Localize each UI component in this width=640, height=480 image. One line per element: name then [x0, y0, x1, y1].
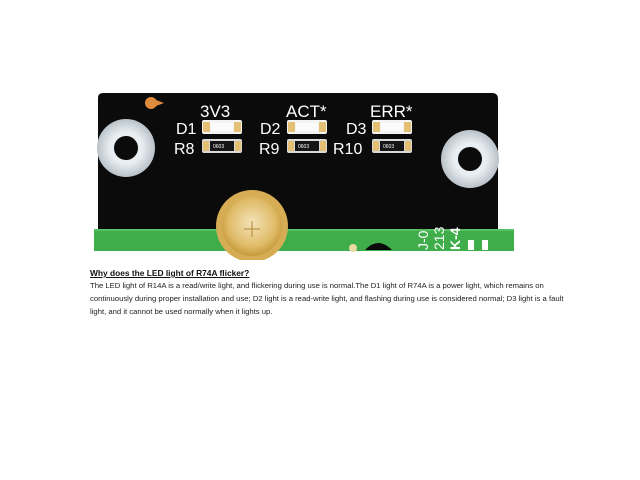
- fiducial-marker: [145, 97, 157, 109]
- resistor-code-r8: 0603: [213, 144, 224, 150]
- green-pcb: [94, 229, 514, 251]
- resistor-code-r9: 0603: [298, 144, 309, 150]
- led-d2: [287, 120, 327, 134]
- resistor-label-r8: R8: [174, 141, 195, 158]
- pcb-photo: 3V3 ACT* ERR* D1 D2 D3 R8 R9 R10 0603: [94, 93, 514, 260]
- led-d1: [202, 120, 242, 134]
- faq-question: Why does the LED light of R74A flicker?: [90, 268, 250, 278]
- mounting-hole-left: [97, 119, 155, 177]
- led-label-d1: D1: [176, 121, 197, 138]
- gold-connector: [216, 190, 288, 260]
- led-d3: [372, 120, 412, 134]
- led-label-d3: D3: [346, 121, 367, 138]
- resistor-label-r10: R10: [333, 141, 362, 158]
- resistor-code-r10: 0603: [383, 144, 394, 150]
- resistor-label-r9: R9: [259, 141, 280, 158]
- header-3v3: 3V3: [200, 102, 230, 121]
- resistor-r8: 0603: [202, 139, 242, 153]
- header-err: ERR*: [370, 102, 413, 121]
- resistor-r10: 0603: [372, 139, 412, 153]
- led-label-d2: D2: [260, 121, 281, 138]
- resistor-r9: 0603: [287, 139, 327, 153]
- vertical-text-3: K-4: [447, 227, 463, 250]
- faq-section: Why does the LED light of R74A flicker? …: [90, 268, 570, 318]
- faq-answer: The LED light of R14A is a read/write li…: [90, 281, 564, 316]
- mounting-hole-right: [441, 130, 499, 188]
- vertical-text-2: 213: [431, 226, 447, 250]
- vertical-text-1: J-0: [415, 230, 431, 250]
- header-act: ACT*: [286, 102, 327, 121]
